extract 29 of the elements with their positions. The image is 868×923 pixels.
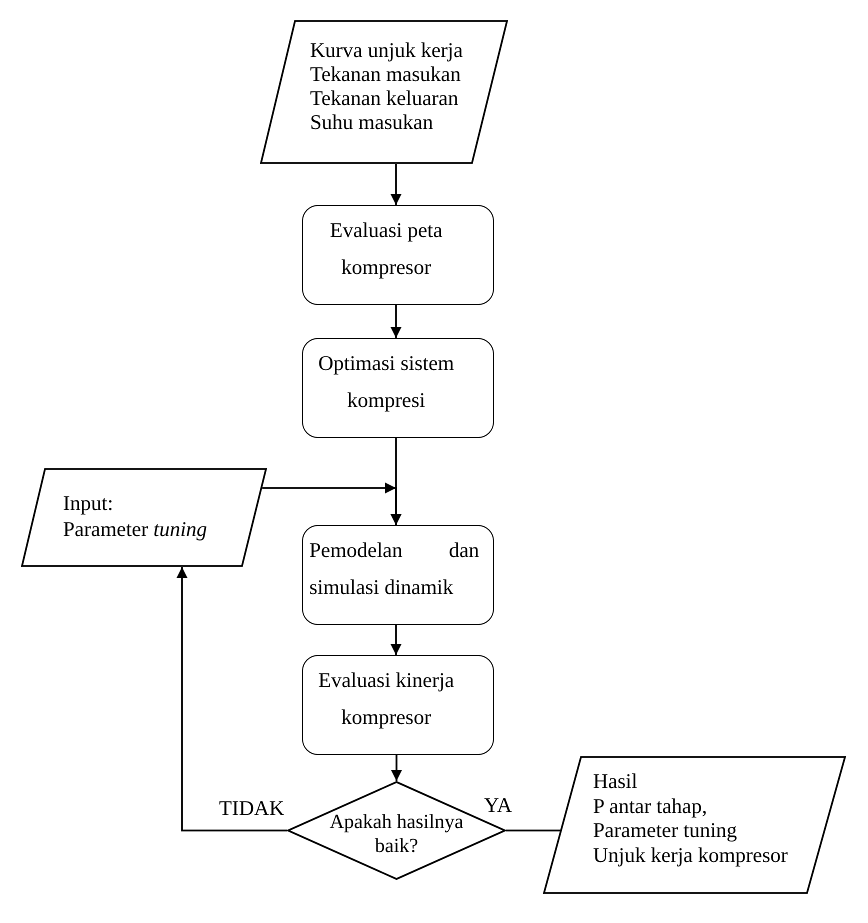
flow-arrow xyxy=(390,625,402,655)
process-box xyxy=(302,338,494,438)
flow-arrow xyxy=(262,482,402,525)
flow-arrow xyxy=(390,164,402,205)
data-item-label: Tekanan masukan xyxy=(310,62,462,86)
process-box xyxy=(302,655,494,755)
data-item-label: Suhu masukan xyxy=(310,110,434,134)
step-label: Pemodelan dan simulasi dinamik xyxy=(309,537,480,602)
flow-arrow xyxy=(390,305,402,338)
step-label: Optimasi sistem kompresi xyxy=(317,350,456,414)
question-label: Apakah hasilnya baik? xyxy=(328,810,464,858)
step-label: Evaluasi kinerja kompresor xyxy=(317,667,456,732)
data-item-label: Hasil xyxy=(593,769,638,794)
data-item-label: Parameter tuning xyxy=(593,818,738,842)
connector-line xyxy=(506,830,560,832)
data-item-label: P antar tahap, xyxy=(593,794,708,818)
data-parallelogram xyxy=(260,20,508,164)
data-item-label: Tekanan keluaran xyxy=(310,86,460,110)
process-box xyxy=(302,205,494,305)
data-item-label: Input: xyxy=(63,490,114,516)
data-item-label: Kurva unjuk kerja xyxy=(310,38,464,62)
data-parallelogram xyxy=(21,468,267,567)
data-item-label: Parameter tuning xyxy=(63,516,208,542)
flow-arrow xyxy=(176,567,287,832)
process-box xyxy=(302,525,494,625)
data-item-label: Unjuk kerja kompresor xyxy=(593,842,789,867)
data-parallelogram xyxy=(543,756,846,894)
flow-arrow xyxy=(391,755,402,781)
step-label: Evaluasi peta kompresor xyxy=(328,217,444,282)
